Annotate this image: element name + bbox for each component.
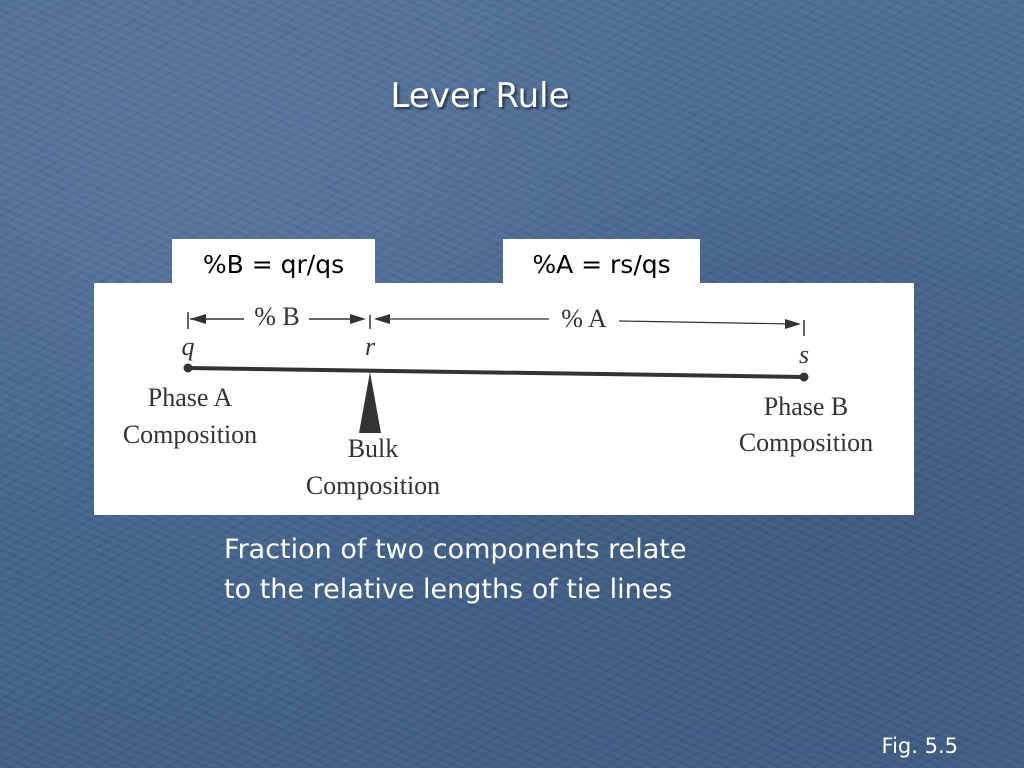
point-r-label: r [365, 332, 376, 361]
arrowhead-b-left [190, 314, 206, 324]
tie-line [187, 366, 805, 379]
bulk-label-line2: Composition [306, 471, 440, 500]
phase-a-label-line2: Composition [123, 420, 257, 449]
arrowhead-a-right [785, 319, 801, 329]
percent-a-label: % A [561, 304, 607, 333]
arrowhead-b-right [350, 314, 366, 324]
point-s-label: s [799, 340, 809, 369]
percent-a-dimension [376, 318, 805, 336]
formula-percent-a-text: %A = rs/qs [532, 249, 671, 279]
figure-reference: Fig. 5.5 [881, 734, 958, 758]
phase-b-label-line2: Composition [739, 428, 873, 457]
caption-line-2: to the relative lengths of tie lines [224, 574, 673, 605]
phase-b-label-line1: Phase B [764, 392, 849, 421]
formula-percent-b-text: %B = qr/qs [202, 249, 345, 279]
lever-rule-svg: % B % A q r s Phase A Composition Bulk C… [123, 302, 873, 500]
percent-a-right-line [618, 320, 795, 325]
slide-title: Lever Rule [390, 76, 570, 116]
endpoint-q [183, 363, 193, 373]
lever-rule-diagram: % B % A q r s Phase A Composition Bulk C… [94, 283, 914, 515]
formula-percent-a: %A = rs/qs [503, 239, 700, 289]
point-q-label: q [182, 332, 195, 361]
caption-line-1: Fraction of two components relate [224, 534, 687, 565]
percent-b-label: % B [254, 302, 300, 331]
arrowhead-a-left [374, 314, 390, 324]
slide-caption: Fraction of two components relate to the… [224, 530, 784, 610]
endpoint-s [799, 372, 809, 382]
phase-a-label-line1: Phase A [148, 383, 233, 412]
formula-percent-b: %B = qr/qs [172, 239, 375, 289]
bulk-fulcrum-triangle [359, 372, 381, 433]
bulk-label-line1: Bulk [348, 434, 399, 463]
